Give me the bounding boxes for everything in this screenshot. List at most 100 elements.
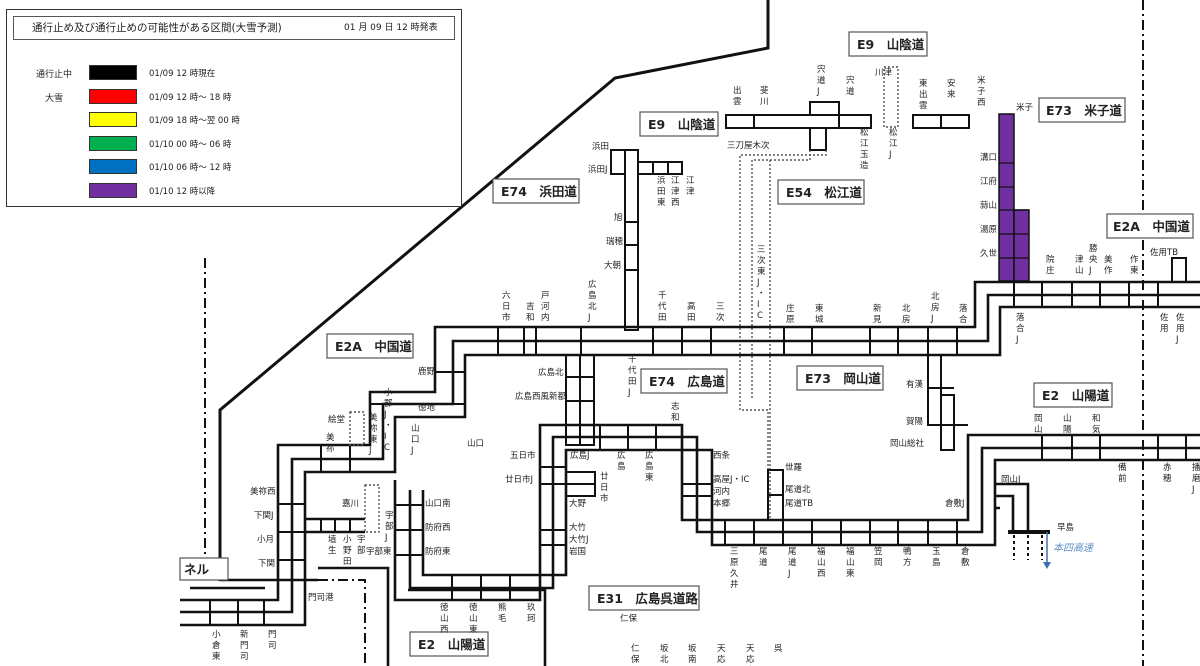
station-label: 尾道北 xyxy=(785,484,811,495)
honshi-label: 本四高速 xyxy=(1053,542,1095,554)
station-label: 高屋J・IC xyxy=(713,474,750,485)
svg-text:E74 広島道: E74 広島道 xyxy=(649,374,725,389)
legend-category: 大雪 xyxy=(44,93,63,104)
station-label: 広島西風新都 xyxy=(515,391,567,402)
legend-swatch xyxy=(89,135,137,151)
route-label-e54: E54 松江道 xyxy=(777,179,865,205)
station-label: 徳山西 xyxy=(440,602,449,635)
coastline xyxy=(218,0,770,565)
route-label-e2-right: E2 山陽道 xyxy=(1033,382,1113,408)
station-label: 倉敷J xyxy=(945,498,965,509)
route-label-e73-okayama: E73 岡山道 xyxy=(796,365,884,391)
station-label: 山陽 xyxy=(1063,413,1072,435)
tunnel-label: ネル xyxy=(179,557,229,581)
route-label-e9-mid: E9 山陰道 xyxy=(639,111,719,137)
station-label: 旭 xyxy=(614,212,623,223)
route-label-e74-hamada: E74 浜田道 xyxy=(492,178,580,204)
svg-text:E2A 中国道: E2A 中国道 xyxy=(1113,219,1190,234)
station-label: 下関J xyxy=(254,511,274,521)
e74-hamada-road xyxy=(610,149,683,331)
station-label: 門司港 xyxy=(308,592,334,603)
station-label: 米子 xyxy=(1016,102,1034,113)
station-label: 松江玉造 xyxy=(860,127,869,171)
station-label: 広島東 xyxy=(645,450,654,483)
station-label: 大竹J xyxy=(569,534,589,545)
station-label: 玖珂 xyxy=(527,602,536,624)
legend-category: 通行止中 xyxy=(35,70,72,80)
legend-item: 01/10 06 時～ 12 時 xyxy=(7,159,457,175)
station-label: 五日市 xyxy=(510,450,536,461)
legend-item: 01/10 00 時～ 06 時 xyxy=(7,135,457,152)
station-label: 六日市 xyxy=(502,290,511,323)
e9-sanin-road xyxy=(725,66,970,151)
station-label: 呉 xyxy=(774,644,783,654)
station-label: 賀陽 xyxy=(906,416,924,427)
station-label: 新門司 xyxy=(240,629,249,662)
station-label: 大野 xyxy=(569,498,587,509)
svg-text:E74 浜田道: E74 浜田道 xyxy=(501,184,577,199)
station-label: 廿日市 xyxy=(600,471,609,504)
station-label: 米子西 xyxy=(977,75,986,108)
station-label: 宍道 xyxy=(846,75,855,97)
legend-label: 01/10 00 時～ 06 時 xyxy=(149,139,232,150)
station-label: 下関 xyxy=(258,559,275,569)
station-label: 岩国 xyxy=(569,546,586,557)
station-label: 落合 xyxy=(959,303,968,325)
legend-item: 01/10 12 時以降 xyxy=(7,182,457,199)
svg-text:E31 広島呉道路: E31 広島呉道路 xyxy=(597,591,698,606)
legend-label: 01/09 12 時現在 xyxy=(149,69,216,79)
station-label: 大竹 xyxy=(569,522,587,533)
svg-text:E2 山陽道: E2 山陽道 xyxy=(1042,388,1110,403)
station-label: 門司 xyxy=(268,630,277,651)
station-label: 浜田J xyxy=(588,164,608,175)
station-label: 西条 xyxy=(713,450,731,461)
legend-item: 通行止中 01/09 12 時現在 xyxy=(7,65,457,81)
station-label: 坂北 xyxy=(660,643,669,665)
e73-yonago-road-closure-forecast xyxy=(998,113,1030,282)
station-label: 嘉川 xyxy=(342,498,359,509)
route-label-e9-top: E9 山陰道 xyxy=(848,31,928,57)
route-label-e74-hiroshima: E74 広島道 xyxy=(640,368,728,394)
station-label: 天応西 xyxy=(717,644,726,666)
station-label: 尾道TB xyxy=(785,498,813,509)
e2-sanyo-road xyxy=(190,423,1200,666)
legend-label: 01/10 06 時～ 12 時 xyxy=(149,163,232,173)
station-label: 江津西 xyxy=(671,176,680,208)
station-label: 美作 xyxy=(1104,254,1113,276)
station-label: 備前 xyxy=(1118,462,1127,484)
station-label: 東城 xyxy=(815,303,824,325)
station-label: 川津 xyxy=(875,67,893,78)
station-label: 本郷 xyxy=(713,498,731,509)
station-label: 三次 xyxy=(716,302,725,323)
station-label: 福山東 xyxy=(846,546,855,579)
station-label: 防府西 xyxy=(425,522,451,533)
e54-matsue-road xyxy=(739,150,827,520)
station-label: 廿日市J xyxy=(505,474,533,485)
legend-swatch xyxy=(89,159,137,174)
station-label: 埴生 xyxy=(328,534,337,556)
station-label: 和気 xyxy=(1092,414,1101,435)
station-label: 小倉東 xyxy=(212,629,221,662)
station-label: 小月 xyxy=(257,534,274,545)
station-label: 防府東 xyxy=(425,546,451,557)
legend-title-box: 通行止め及び通行止めの可能性がある区間(大雪予測) 01 月 09 日 12 時… xyxy=(13,16,455,40)
station-label: 尾道 xyxy=(759,547,768,568)
station-label: 広島 xyxy=(617,450,626,472)
station-label: 庄原 xyxy=(786,303,795,325)
station-label: 津山 xyxy=(1075,254,1084,276)
station-label: 北房 xyxy=(902,304,911,325)
station-label: 広島J xyxy=(570,450,590,461)
station-label: 徳地 xyxy=(418,402,436,413)
station-label: 戸河内 xyxy=(541,291,550,323)
station-label: 蒜山 xyxy=(980,200,997,211)
legend-title: 通行止め及び通行止めの可能性がある区間(大雪予測) xyxy=(32,22,282,34)
svg-text:E2A 中国道: E2A 中国道 xyxy=(335,339,412,354)
station-label: 佐用TB xyxy=(1150,247,1178,258)
